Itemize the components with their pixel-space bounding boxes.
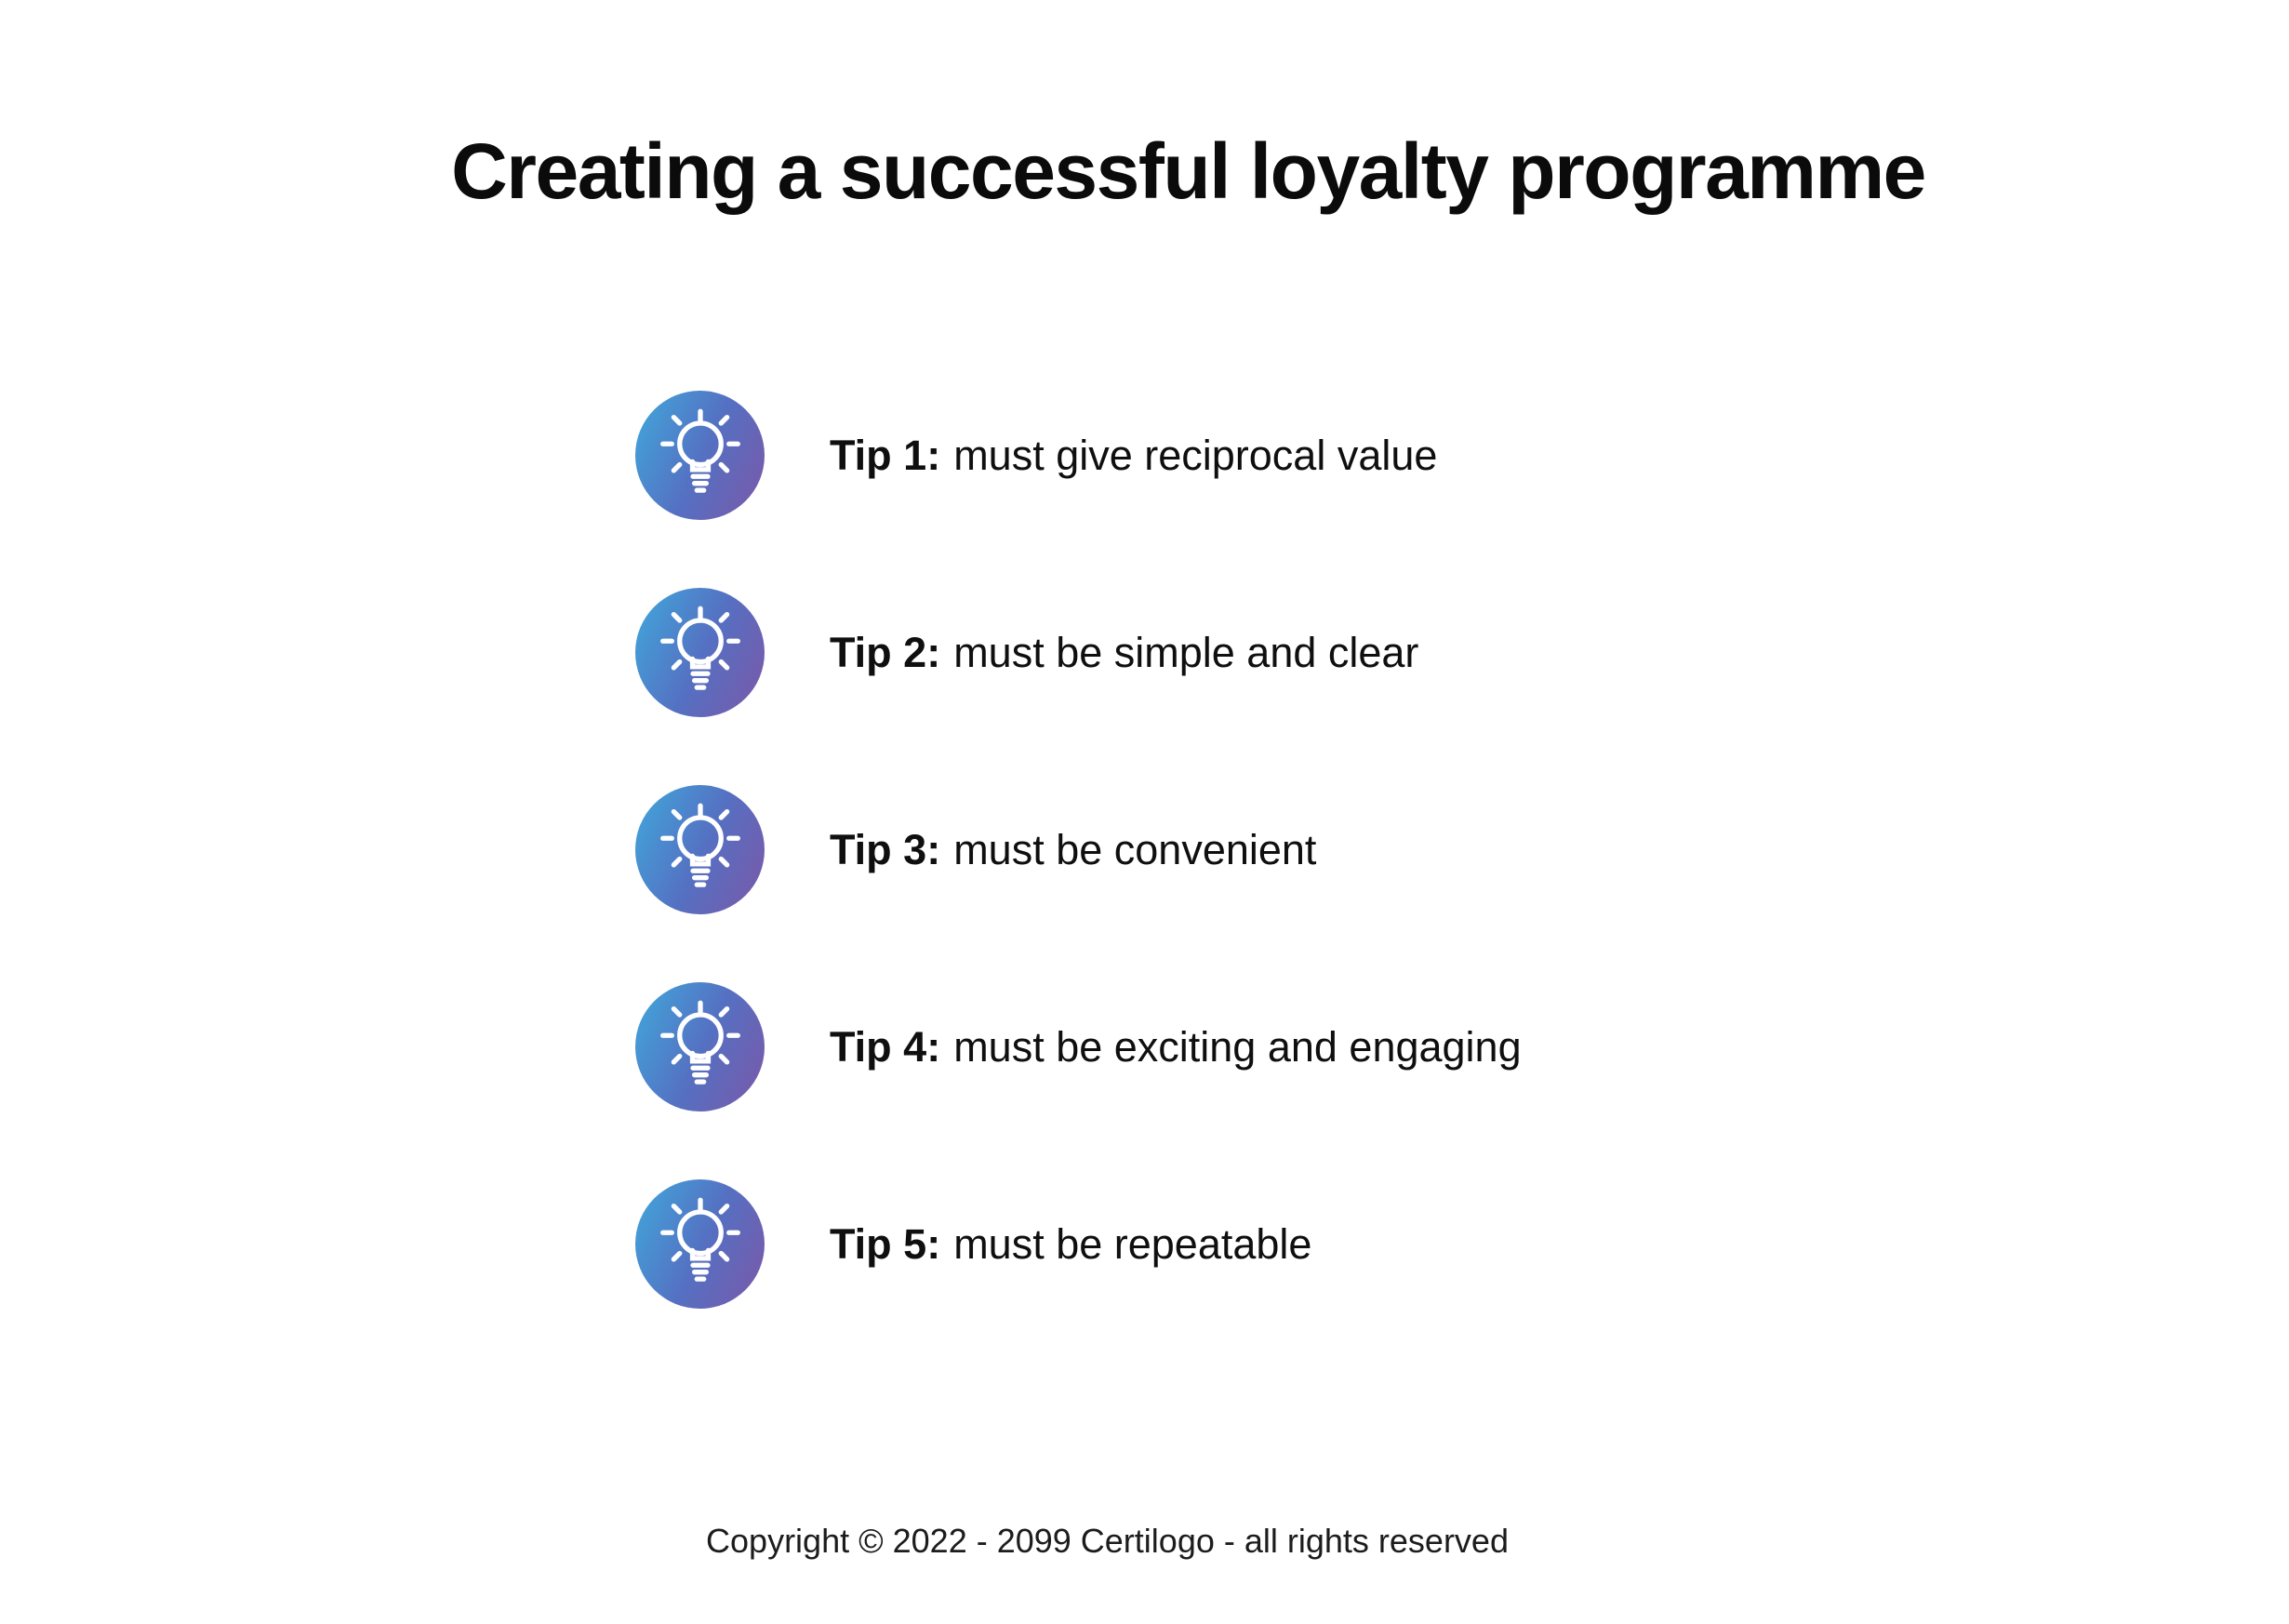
tip-label: Tip 4:: [830, 1023, 941, 1071]
tip-label: Tip 3:: [830, 826, 941, 873]
tip-description: must be convenient: [953, 826, 1317, 873]
lightbulb-icon: [635, 391, 765, 520]
tip-text-line: Tip 1: must give reciprocal value: [830, 434, 1437, 476]
tip-description: must be exciting and engaging: [953, 1023, 1522, 1071]
lightbulb-icon: [635, 588, 765, 717]
lightbulb-icon: [635, 785, 765, 914]
lightbulb-icon: [635, 982, 765, 1112]
tip-description: must give reciprocal value: [953, 432, 1438, 479]
tip-text-line: Tip 4:must be exciting and engaging: [830, 1026, 1522, 1068]
lightbulb-icon: [635, 1179, 765, 1309]
tip-description: must be simple and clear: [953, 629, 1419, 676]
copyright-text: Copyright © 2022 - 2099 Certilogo - all …: [706, 1522, 1509, 1560]
tip-row: Tip 2: must be simple and clear: [635, 588, 1522, 717]
tip-row: Tip 5:must be repeatable: [635, 1179, 1522, 1309]
tip-row: Tip 3: must be convenient: [635, 785, 1522, 914]
tip-text-line: Tip 2: must be simple and clear: [830, 632, 1418, 673]
tip-row: Tip 4:must be exciting and engaging: [635, 982, 1522, 1112]
tip-label: Tip 2:: [830, 629, 941, 676]
tip-text-line: Tip 5:must be repeatable: [830, 1223, 1311, 1265]
tip-label: Tip 5:: [830, 1220, 941, 1268]
tips-list: Tip 1: must give reciprocal value: [635, 391, 1522, 1309]
tip-label: Tip 1:: [830, 432, 941, 479]
page-title: Creating a successful loyalty programme: [451, 127, 1926, 215]
tip-text-line: Tip 3: must be convenient: [830, 829, 1316, 871]
tip-description: must be repeatable: [953, 1220, 1312, 1268]
tip-row: Tip 1: must give reciprocal value: [635, 391, 1522, 520]
